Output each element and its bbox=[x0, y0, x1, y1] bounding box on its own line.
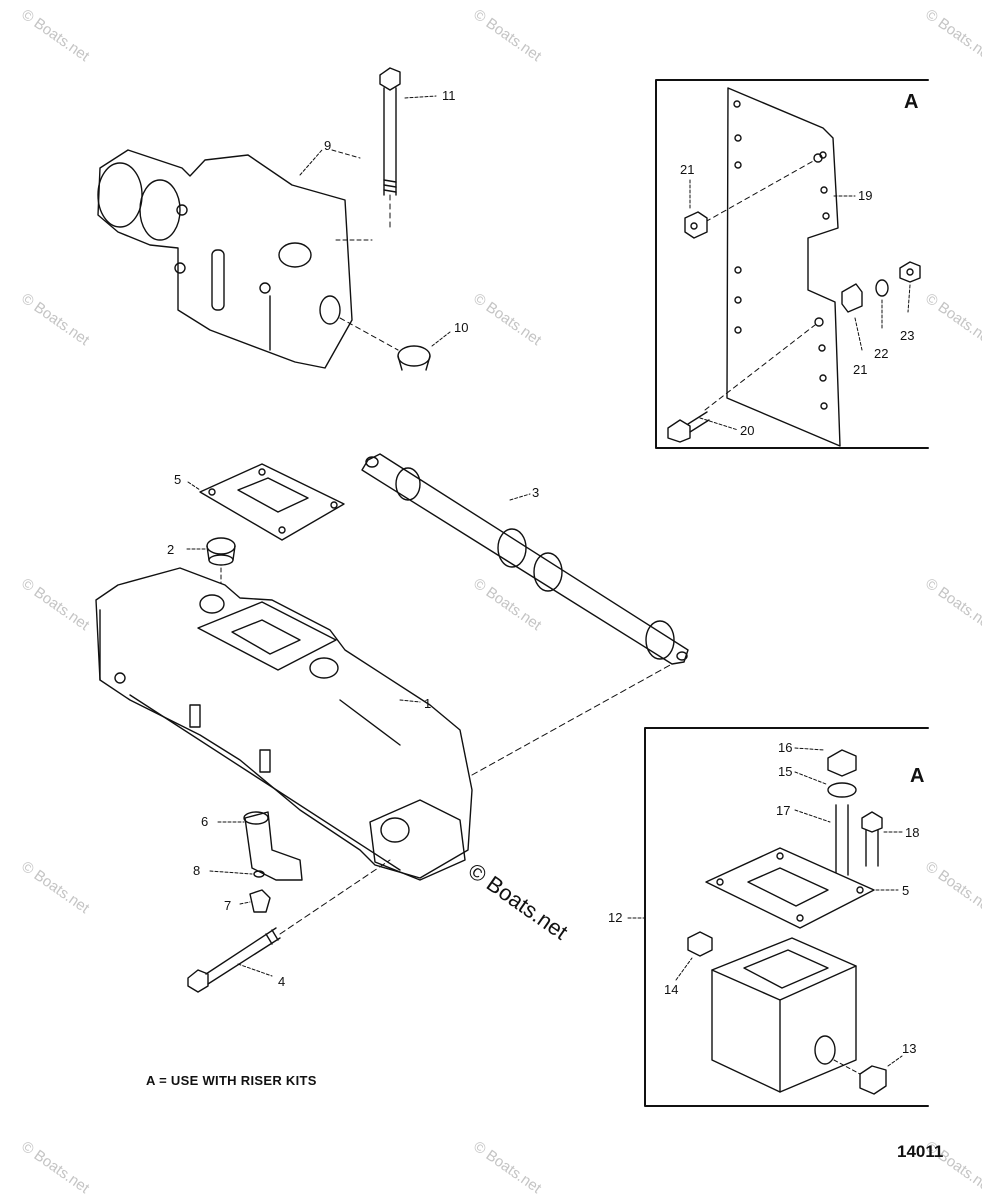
nut-21-left bbox=[684, 211, 708, 239]
bolt-4 bbox=[187, 859, 391, 993]
elbow-fitting-6 bbox=[217, 811, 303, 881]
manifold-gasket-3 bbox=[361, 453, 689, 665]
callout-7: 7 bbox=[224, 898, 231, 913]
inset-letter-top: A bbox=[904, 91, 918, 113]
callout-5: 5 bbox=[174, 472, 181, 487]
inset-a-bottom bbox=[627, 727, 929, 1107]
callout-5-inset: 5 bbox=[902, 883, 909, 898]
plug-2 bbox=[186, 537, 236, 593]
document-number: 14011 bbox=[897, 1142, 944, 1161]
fitting-7 bbox=[239, 889, 271, 913]
exhaust-manifold-1 bbox=[95, 567, 473, 881]
exhaust-elbow-riser bbox=[97, 149, 353, 369]
callout-10: 10 bbox=[454, 320, 468, 335]
inset-a-top bbox=[655, 79, 929, 449]
callout-21-right: 21 bbox=[853, 362, 867, 377]
callout-23: 23 bbox=[900, 328, 914, 343]
riser-kit-note: A = USE WITH RISER KITS bbox=[146, 1073, 317, 1088]
riser-gasket-5 bbox=[187, 463, 345, 541]
callout-14: 14 bbox=[664, 982, 678, 997]
callout-4: 4 bbox=[278, 974, 285, 989]
callout-18: 18 bbox=[905, 825, 919, 840]
callout-12: 12 bbox=[608, 910, 622, 925]
mounting-plate bbox=[726, 87, 841, 447]
callout-8: 8 bbox=[193, 863, 200, 878]
hardware-21-22-23 bbox=[841, 261, 921, 313]
plug-10 bbox=[339, 317, 451, 371]
callout-11: 11 bbox=[442, 88, 456, 103]
callout-17: 17 bbox=[776, 803, 790, 818]
callout-15: 15 bbox=[778, 764, 792, 779]
callout-3: 3 bbox=[532, 485, 539, 500]
bolt-20 bbox=[667, 411, 710, 443]
bolt-11 bbox=[331, 67, 401, 241]
callout-16: 16 bbox=[778, 740, 792, 755]
callout-19: 19 bbox=[858, 188, 872, 203]
callout-22: 22 bbox=[874, 346, 888, 361]
callout-labels: 1 2 3 4 5 6 7 8 9 10 11 12 13 14 15 16 1… bbox=[167, 88, 919, 1056]
callout-9: 9 bbox=[324, 138, 331, 153]
callout-1: 1 bbox=[424, 696, 431, 711]
washer-8 bbox=[209, 870, 265, 878]
callout-20: 20 bbox=[740, 423, 754, 438]
inset-letter-bottom: A bbox=[910, 765, 924, 787]
callout-6: 6 bbox=[201, 814, 208, 829]
callout-2: 2 bbox=[167, 542, 174, 557]
callout-21-left: 21 bbox=[680, 162, 694, 177]
callout-13: 13 bbox=[902, 1041, 916, 1056]
